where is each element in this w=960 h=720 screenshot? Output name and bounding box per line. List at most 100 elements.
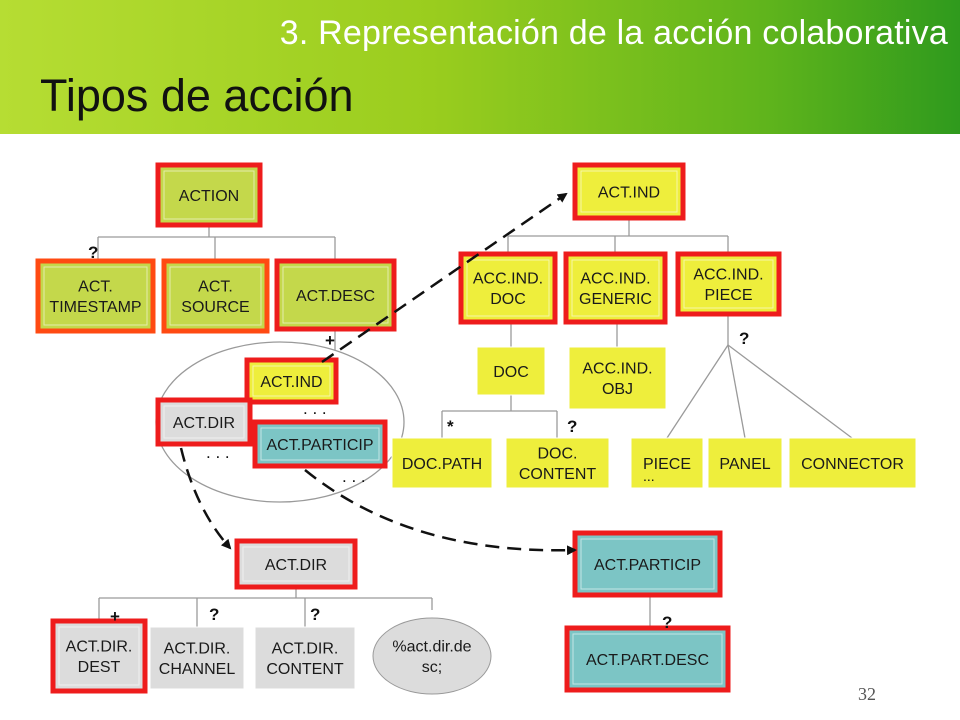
node-label: ACT.DIR <box>265 557 327 574</box>
node-label: PIECE <box>704 287 752 304</box>
node-label: DOC.PATH <box>402 456 482 473</box>
node-box <box>505 437 610 489</box>
highlight-frame <box>234 538 358 590</box>
node-label: ACT.DIR. <box>164 641 231 658</box>
node-label: DOC <box>493 364 529 381</box>
node-box <box>149 626 245 690</box>
node-label: ACT. <box>78 279 113 296</box>
arrow-act-particip <box>304 469 577 556</box>
node-label: ACC.IND. <box>582 361 652 378</box>
marker-q-dir-1: ? <box>209 605 219 624</box>
slide-title: Tipos de acción <box>40 70 354 121</box>
node-act-timestamp: ACT.TIMESTAMP <box>35 258 156 334</box>
node-label: DOC. <box>538 446 578 463</box>
highlight-frame <box>458 251 558 325</box>
dashed-arrows <box>179 192 577 556</box>
cardinality-markers: ?+. . .. . .. . .?*?...+??? <box>88 243 749 632</box>
node-box <box>788 437 917 489</box>
node-label: ACT.DIR. <box>66 639 133 656</box>
node-box <box>568 346 667 410</box>
highlight-frame <box>563 251 668 325</box>
tree-connector-line <box>727 344 853 439</box>
node-act-part-desc: ACT.PART.DESC <box>564 625 731 693</box>
highlight-frame <box>252 419 388 469</box>
inner-border <box>572 633 723 685</box>
marker-q-particip: ? <box>662 613 672 632</box>
node-label: ACTION <box>179 188 239 205</box>
tree-connector-line <box>727 344 746 439</box>
node-act-dir-channel: ACT.DIR. CHANNEL <box>149 626 245 690</box>
node-box <box>707 437 783 489</box>
node-label: ACT. <box>198 279 233 296</box>
highlight-frame <box>572 162 686 221</box>
node-act-dir-desc-ellipse: %act.dir.de sc; <box>372 617 492 695</box>
node-act-dir-small: ACT.DIR <box>155 397 253 447</box>
node-label: ACT.DIR <box>173 415 235 432</box>
node-label: CONTENT <box>266 661 344 678</box>
marker-q-dir-2: ? <box>310 605 320 624</box>
inner-border <box>252 365 331 397</box>
node-act-dir-dest: ACT.DIR. DEST <box>50 618 148 694</box>
marker-star-doc: * <box>447 417 454 436</box>
inner-border <box>169 266 262 326</box>
node-label: DOC <box>490 291 526 308</box>
node-act-desc: ACT.DESC <box>274 258 397 332</box>
node-act-ind-small: ACT.IND <box>244 357 339 405</box>
node-act-ind: ACT.IND <box>572 162 686 221</box>
node-label: ACC.IND. <box>473 271 543 288</box>
marker-plus-dir: + <box>110 607 120 626</box>
inner-border <box>466 259 550 317</box>
node-label: DEST <box>78 659 121 676</box>
node-label: CONTENT <box>519 466 597 483</box>
node-act-source: ACT.SOURCE <box>161 258 270 334</box>
node-doc: DOC <box>476 346 546 396</box>
node-label: CONNECTOR <box>801 456 904 473</box>
node-doc-path: DOC.PATH <box>391 437 493 489</box>
highlight-frame <box>675 251 782 317</box>
node-doc-content: DOC. CONTENT <box>505 437 610 489</box>
node-act-dir-content: ACT.DIR. CONTENT <box>254 626 356 690</box>
node-box <box>630 437 704 489</box>
marker-q-action: ? <box>88 243 98 262</box>
node-label: PIECE <box>643 456 691 473</box>
highlight-frame <box>35 258 156 334</box>
marker-dots-1: . . . <box>303 399 327 418</box>
slide-header: 3. Representación de la acción colaborat… <box>0 0 960 134</box>
inner-border <box>571 259 660 317</box>
node-label: ACT.DIR. <box>272 641 339 658</box>
inner-border <box>58 626 140 686</box>
node-label: ACT.DESC <box>296 288 375 305</box>
node-act-dir: ACT.DIR <box>234 538 358 590</box>
highlight-frame <box>274 258 397 332</box>
section-subtitle: 3. Representación de la acción colaborat… <box>279 14 948 52</box>
node-label: ACT.PARTICIP <box>594 557 701 574</box>
marker-dots-piece: ... <box>643 468 655 484</box>
inner-border <box>580 538 715 590</box>
node-acc-ind-doc: ACC.IND. DOC <box>458 251 558 325</box>
inner-border <box>242 546 350 582</box>
tree-connector-line <box>666 344 729 439</box>
node-action: ACTION <box>155 162 263 228</box>
marker-dots-2: . . . <box>206 443 230 462</box>
node-label: ACT.IND <box>598 184 660 201</box>
node-label: sc; <box>422 659 442 676</box>
node-label: CHANNEL <box>159 661 236 678</box>
page-number: 32 <box>858 684 876 704</box>
node-label: ACC.IND. <box>580 271 650 288</box>
inner-border <box>43 266 148 326</box>
node-label: OBJ <box>602 381 633 398</box>
arrow-act-dir <box>179 447 232 550</box>
node-box <box>476 346 546 396</box>
highlight-frame <box>50 618 148 694</box>
inner-border <box>580 170 678 213</box>
node-label: %act.dir.de <box>392 639 471 656</box>
node-label: PANEL <box>719 456 770 473</box>
highlight-frame <box>564 625 731 693</box>
node-acc-ind-generic: ACC.IND.GENERIC <box>563 251 668 325</box>
node-box <box>254 626 356 690</box>
highlight-frame <box>161 258 270 334</box>
node-connector: CONNECTOR <box>788 437 917 489</box>
marker-q-doc: ? <box>567 417 577 436</box>
